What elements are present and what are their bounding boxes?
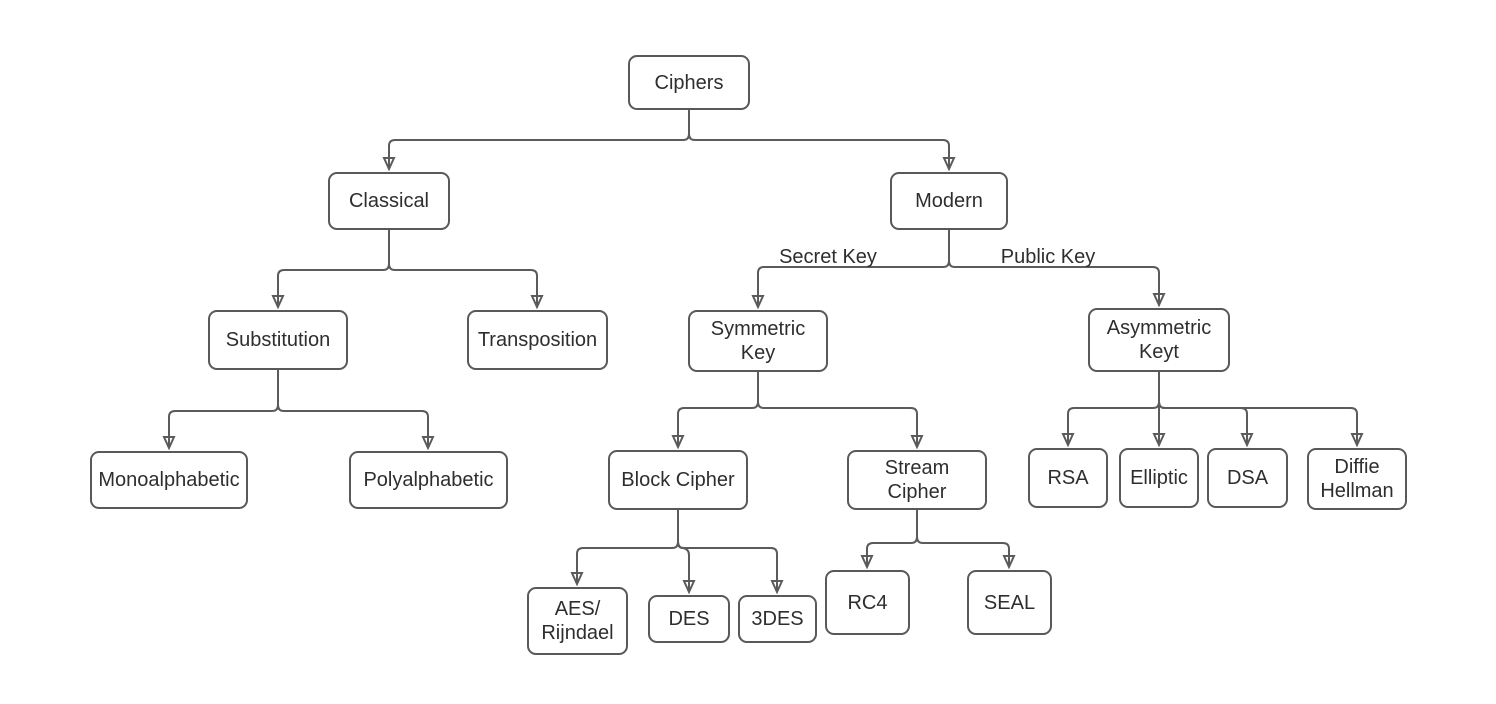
node-rc4-label: RC4 [847, 591, 888, 614]
node-diffie-hellman: Diffie Hellman [1307, 448, 1407, 510]
edge-block-aes [577, 510, 679, 583]
node-dsa: DSA [1207, 448, 1288, 508]
edge-label-public-key: Public Key [1000, 246, 1096, 268]
node-aes-rijndael: AES/ Rijndael [527, 587, 628, 655]
node-des-label: DES [668, 608, 710, 630]
node-modern-label: Modern [915, 190, 983, 212]
node-rsa-label: RSA [1047, 467, 1089, 489]
edge-label-secret-key: Secret Key [779, 246, 877, 268]
edge-ciphers-modern [688, 110, 949, 168]
node-monoalphabetic-label: Monoalphabetic [98, 469, 240, 491]
node-des: DES [648, 595, 730, 643]
edge-modern-symmetric [758, 230, 950, 306]
node-rsa: RSA [1028, 448, 1108, 508]
node-transposition-label: Transposition [477, 329, 598, 351]
node-3des-label: 3DES [751, 608, 804, 630]
node-seal-label: SEAL [983, 591, 1036, 614]
edge-classical-transposition [388, 230, 537, 306]
node-substitution-label: Substitution [225, 329, 331, 351]
node-ciphers-label: Ciphers [654, 71, 724, 94]
node-ciphers: Ciphers [628, 55, 750, 110]
edge-symmetric-block [678, 372, 759, 446]
node-elliptic-label: Elliptic [1130, 467, 1188, 489]
edge-stream-seal [916, 510, 1009, 566]
node-seal: SEAL [967, 570, 1052, 635]
node-modern: Modern [890, 172, 1008, 230]
node-classical: Classical [328, 172, 450, 230]
edge-asymmetric-diffie [1158, 372, 1357, 444]
node-asymmetric-key-label: Asymmetric Keyt [1106, 317, 1212, 363]
node-stream-cipher-label: Stream Cipher [884, 457, 950, 503]
node-diffie-hellman-label: Diffie Hellman [1320, 456, 1394, 502]
node-polyalphabetic: Polyalphabetic [349, 451, 508, 509]
edge-block-3des [677, 510, 777, 591]
node-aes-rijndael-label: AES/ Rijndael [541, 598, 614, 644]
edge-stream-rc4 [867, 510, 918, 566]
node-stream-cipher: Stream Cipher [847, 450, 987, 510]
node-dsa-label: DSA [1226, 467, 1269, 489]
node-rc4: RC4 [825, 570, 910, 635]
edge-ciphers-classical [389, 110, 690, 168]
node-transposition: Transposition [467, 310, 608, 370]
node-elliptic: Elliptic [1119, 448, 1199, 508]
node-block-cipher-label: Block Cipher [621, 469, 735, 491]
node-monoalphabetic: Monoalphabetic [90, 451, 248, 509]
edge-substitution-monoalphabetic [169, 370, 279, 447]
node-polyalphabetic-label: Polyalphabetic [363, 469, 494, 491]
edge-block-des [677, 510, 689, 591]
edge-substitution-polyalphabetic [277, 370, 428, 447]
node-symmetric-key-label: Symmetric Key [710, 318, 806, 364]
edge-asymmetric-rsa [1068, 372, 1160, 444]
edge-modern-asymmetric [948, 230, 1159, 304]
edge-symmetric-stream [757, 372, 917, 446]
edge-classical-substitution [278, 230, 390, 306]
node-asymmetric-key: Asymmetric Keyt [1088, 308, 1230, 372]
node-substitution: Substitution [208, 310, 348, 370]
node-3des: 3DES [738, 595, 817, 643]
node-block-cipher: Block Cipher [608, 450, 748, 510]
node-classical-label: Classical [348, 190, 430, 212]
node-symmetric-key: Symmetric Key [688, 310, 828, 372]
